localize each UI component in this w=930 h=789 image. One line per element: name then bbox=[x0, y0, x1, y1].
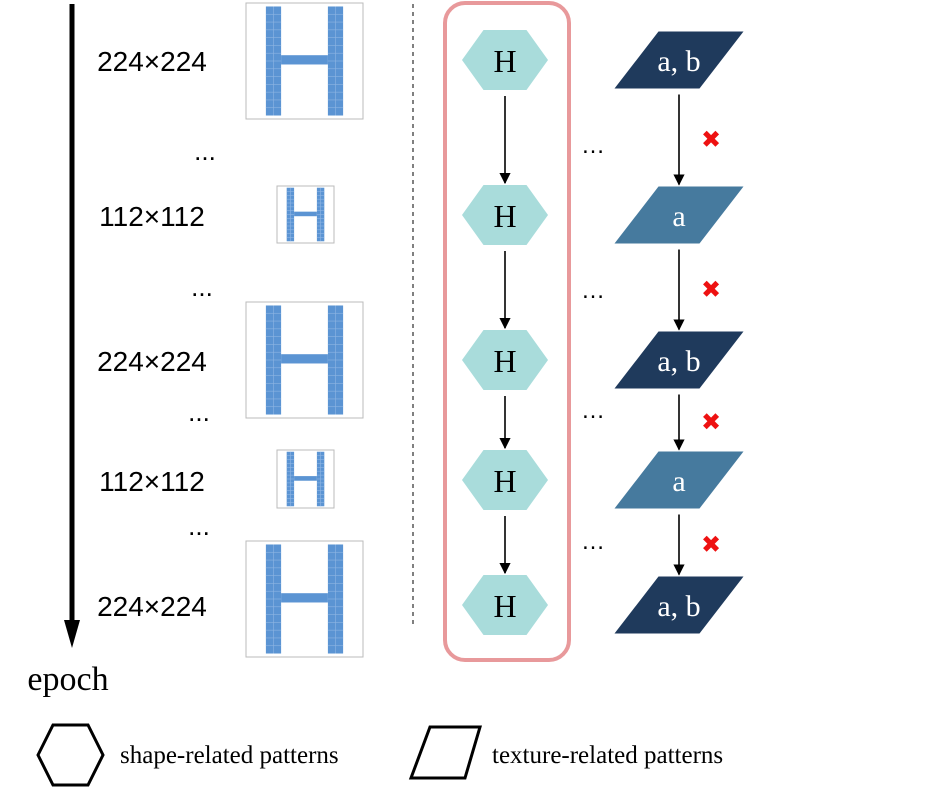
resolution-label: 224×224 bbox=[97, 346, 207, 377]
texture-pattern-parallelogram bbox=[614, 31, 744, 89]
legend-texture-label: texture-related patterns bbox=[492, 742, 723, 769]
resolution-label: 224×224 bbox=[97, 591, 207, 622]
texture-pattern-label: a, b bbox=[657, 590, 700, 623]
epoch-axis-label: epoch bbox=[27, 661, 108, 698]
row-ellipsis: ... bbox=[188, 397, 210, 427]
letter-crossbar bbox=[294, 476, 317, 481]
shape-pattern-hexagon bbox=[462, 185, 548, 245]
broken-link-cross-icon: ✖ bbox=[701, 409, 721, 436]
broken-link-cross-icon: ✖ bbox=[701, 532, 721, 559]
shape-pattern-label: H bbox=[493, 588, 516, 624]
row-ellipsis: ... bbox=[191, 272, 213, 302]
broken-link-cross-icon: ✖ bbox=[701, 277, 721, 304]
input-image bbox=[276, 185, 335, 244]
broken-link-cross-icon: ✖ bbox=[701, 127, 721, 154]
texture-pattern-parallelogram bbox=[614, 451, 744, 509]
resolution-label: 112×112 bbox=[99, 466, 205, 497]
column-dots: … bbox=[581, 528, 605, 555]
shape-pattern-label: H bbox=[493, 43, 516, 79]
shape-pattern-hexagon bbox=[462, 575, 548, 635]
shape-pattern-hexagon bbox=[462, 30, 548, 90]
epoch-axis-arrowhead bbox=[64, 620, 80, 648]
legend-shape-label: shape-related patterns bbox=[120, 742, 339, 769]
shape-pattern-hexagon bbox=[462, 450, 548, 510]
input-image bbox=[245, 540, 364, 658]
shape-pattern-label: H bbox=[493, 463, 516, 499]
row-ellipsis: ... bbox=[188, 511, 210, 541]
shape-patterns-group-box bbox=[443, 1, 571, 662]
input-image bbox=[276, 449, 335, 509]
row-ellipsis: ... bbox=[194, 136, 216, 166]
texture-pattern-label: a, b bbox=[657, 45, 700, 78]
resolution-label: 112×112 bbox=[99, 201, 205, 232]
input-image bbox=[245, 2, 364, 120]
column-dots: … bbox=[581, 132, 605, 159]
links-layer: ✖ ✖ ✖ ✖ bbox=[499, 94, 721, 576]
texture-pattern-parallelogram bbox=[614, 576, 744, 634]
shape-pattern-label: H bbox=[493, 343, 516, 379]
resolution-label: 224×224 bbox=[97, 46, 207, 77]
legend-hexagon-icon bbox=[36, 723, 105, 787]
letter-crossbar bbox=[281, 354, 328, 364]
input-image bbox=[245, 301, 364, 419]
letter-crossbar bbox=[281, 593, 328, 603]
texture-pattern-label: a bbox=[672, 465, 685, 498]
legend-parallelogram-icon bbox=[408, 725, 483, 780]
column-dots: … bbox=[581, 277, 605, 304]
letter-crossbar bbox=[281, 55, 328, 65]
texture-pattern-parallelogram bbox=[614, 186, 744, 244]
texture-pattern-parallelogram bbox=[614, 331, 744, 389]
texture-pattern-label: a, b bbox=[657, 345, 700, 378]
shape-pattern-hexagon bbox=[462, 330, 548, 390]
shape-pattern-label: H bbox=[493, 198, 516, 234]
column-dots: … bbox=[581, 397, 605, 424]
letter-crossbar bbox=[294, 211, 317, 217]
texture-pattern-label: a bbox=[672, 200, 685, 233]
